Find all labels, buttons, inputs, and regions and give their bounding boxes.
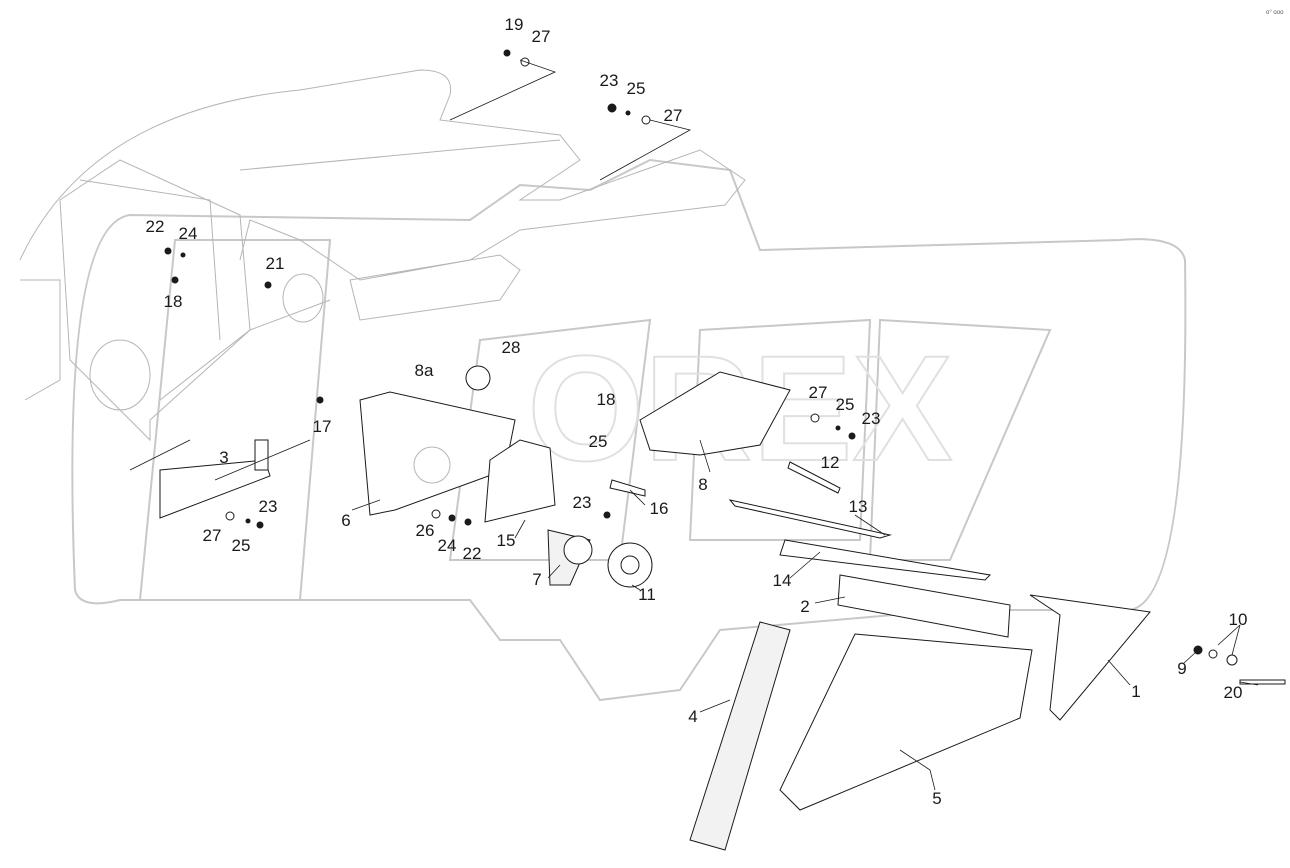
callout-14: 14 [773, 571, 792, 590]
part-3-bracket [159, 439, 271, 519]
callout-23: 23 [600, 71, 619, 90]
callout-25: 25 [627, 79, 646, 98]
callout-27: 27 [203, 526, 222, 545]
callout-25: 25 [232, 536, 251, 555]
callout-12: 12 [821, 453, 840, 472]
callout-20: 20 [1224, 683, 1243, 702]
callout-19: 19 [505, 15, 524, 34]
callout-8: 8 [698, 475, 707, 494]
callout-27: 27 [664, 106, 683, 125]
combine-machine-outline [19, 69, 746, 442]
leader-lines [129, 59, 1259, 791]
part-8-shield [639, 371, 791, 456]
callout-23: 23 [862, 409, 881, 428]
callout-22: 22 [146, 217, 165, 236]
callout-24: 24 [179, 224, 198, 243]
part-8a-sprocket [465, 365, 491, 391]
callout-24: 24 [438, 536, 457, 555]
corner-mark: o° ooo [1266, 10, 1284, 16]
part-5-plate [779, 633, 1033, 811]
callout-26: 26 [416, 521, 435, 540]
callout-25: 25 [836, 395, 855, 414]
part-16-clip [609, 479, 646, 497]
callout-10: 10 [1229, 610, 1248, 629]
callout-8a: 8a [415, 361, 434, 380]
callout-3: 3 [219, 448, 228, 467]
callout-7: 7 [532, 570, 541, 589]
callout-4: 4 [688, 707, 697, 726]
part-15-guard [484, 439, 556, 523]
part-11-sprocket [607, 542, 653, 588]
callout-17: 17 [313, 417, 332, 436]
callout-1: 1 [1131, 682, 1140, 701]
part-4-channel [689, 621, 791, 851]
callout-21: 21 [266, 254, 285, 273]
callout-27: 27 [532, 27, 551, 46]
callout-13: 13 [849, 497, 868, 516]
callout-18: 18 [597, 390, 616, 409]
callout-18: 18 [164, 292, 183, 311]
callout-15: 15 [497, 531, 516, 550]
callout-23: 23 [259, 497, 278, 516]
part-14-strip [779, 539, 992, 581]
callout-2: 2 [800, 597, 809, 616]
callout-9: 9 [1177, 659, 1186, 678]
callout-16: 16 [650, 499, 669, 518]
callout-11: 11 [638, 585, 656, 604]
callout-23: 23 [573, 493, 592, 512]
part-13-strip [728, 499, 892, 539]
callout-28: 28 [502, 338, 521, 357]
hardware-bolts [164, 49, 1286, 685]
part-7-tensioner [547, 529, 593, 586]
part-12-clip [787, 461, 841, 494]
callout-6: 6 [341, 511, 350, 530]
callout-25: 25 [589, 432, 608, 451]
callout-27: 27 [809, 383, 828, 402]
callout-22: 22 [463, 544, 482, 563]
part-2-plate [837, 574, 1011, 638]
callout-5: 5 [932, 789, 941, 808]
part-1-plate [1029, 594, 1151, 721]
orex-watermark: OREX [71, 158, 1187, 702]
